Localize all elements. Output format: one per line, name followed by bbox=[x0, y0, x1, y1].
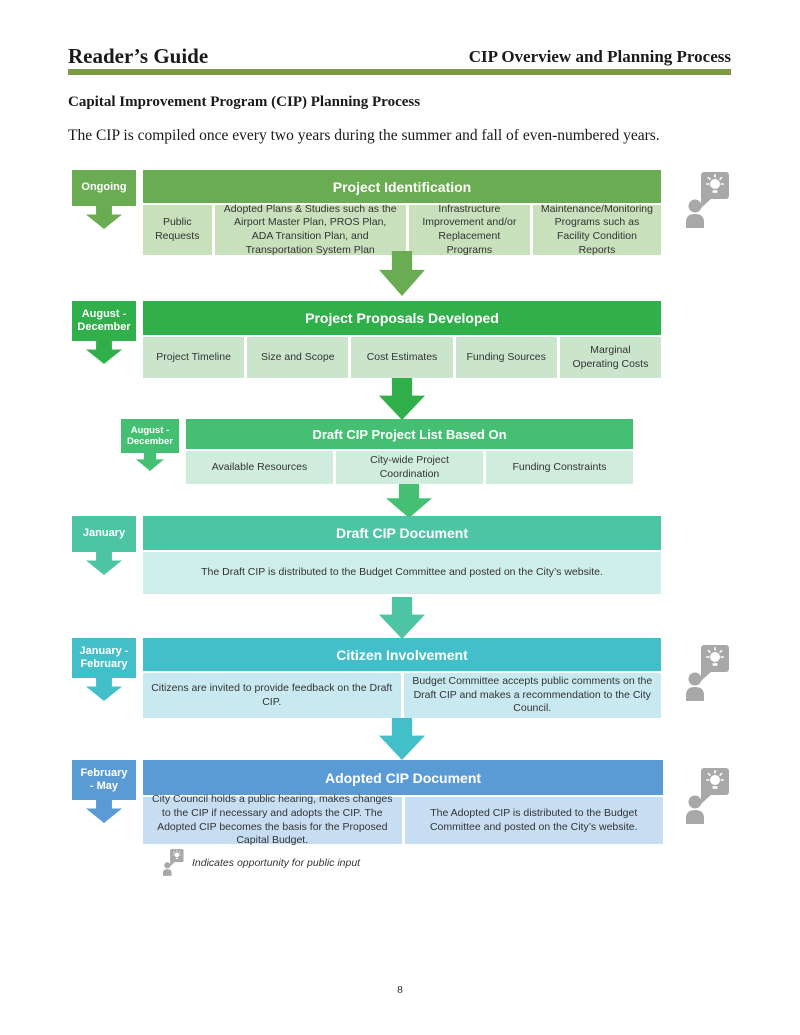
flow-arrow-icon bbox=[379, 251, 425, 296]
stage-title-adopted-cip-document: Adopted CIP Document bbox=[143, 760, 663, 795]
page-title: Reader’s Guide bbox=[68, 44, 209, 68]
stage-title-draft-cip-document: Draft CIP Document bbox=[143, 516, 661, 550]
stage-title-citizen-involvement: Citizen Involvement bbox=[143, 638, 661, 671]
person-speech-lightbulb-icon bbox=[163, 849, 184, 876]
stage-cells-row: The Draft CIP is distributed to the Budg… bbox=[143, 552, 661, 594]
cell-budget-committee-comments: Budget Committee accepts public comments… bbox=[403, 673, 661, 718]
stage-cells-row: Available Resources City-wide Project Co… bbox=[186, 451, 633, 484]
timeframe-arrow-icon bbox=[136, 451, 164, 471]
page-number: 8 bbox=[397, 984, 403, 996]
cell-citizen-feedback: Citizens are invited to provide feedback… bbox=[143, 673, 401, 718]
cell-available-resources: Available Resources bbox=[186, 451, 333, 484]
public-input-icon bbox=[685, 767, 730, 825]
cell-adopted-cip-distribution: The Adopted CIP is distributed to the Bu… bbox=[404, 797, 663, 844]
public-input-icon bbox=[685, 171, 730, 229]
cell-cost-estimates: Cost Estimates bbox=[351, 337, 453, 378]
flow-arrow-icon bbox=[379, 378, 425, 420]
timeframe-arrow-icon bbox=[86, 204, 122, 229]
cell-funding-constraints: Funding Constraints bbox=[486, 451, 633, 484]
cell-public-requests: Public Requests bbox=[143, 205, 212, 255]
cell-adopted-plans: Adopted Plans & Studies such as the Airp… bbox=[214, 203, 406, 256]
cell-size-scope: Size and Scope bbox=[247, 337, 349, 378]
timeframe-label-feb-may: February - May bbox=[72, 760, 136, 800]
public-input-icon bbox=[685, 644, 730, 702]
legend: Indicates opportunity for public input bbox=[163, 849, 360, 876]
page-subtitle: CIP Overview and Planning Process bbox=[468, 47, 731, 66]
timeframe-arrow-icon bbox=[86, 798, 122, 823]
stage-cells-row: Public Requests Adopted Plans & Studies … bbox=[143, 203, 661, 256]
timeframe-label-aug-dec-2: August - December bbox=[121, 419, 179, 453]
timeframe-arrow-icon bbox=[86, 339, 122, 364]
cell-citywide-coordination: City-wide Project Coordination bbox=[336, 451, 483, 484]
cell-maintenance-programs: Maintenance/Monitoring Programs such as … bbox=[532, 203, 661, 256]
legend-label: Indicates opportunity for public input bbox=[192, 856, 361, 869]
timeframe-arrow-icon bbox=[86, 550, 122, 575]
section-title: Capital Improvement Program (CIP) Planni… bbox=[68, 94, 421, 110]
intro-paragraph: The CIP is compiled once every two years… bbox=[68, 127, 660, 144]
header-rule bbox=[68, 69, 731, 75]
cell-marginal-operating-costs: Marginal Operating Costs bbox=[559, 337, 662, 378]
cell-funding-sources: Funding Sources bbox=[455, 337, 557, 378]
flow-arrow-icon bbox=[386, 484, 432, 518]
flow-arrow-icon bbox=[379, 718, 425, 760]
flow-arrow-icon bbox=[379, 597, 425, 639]
cell-infrastructure-programs: Infrastructure Improvement and/or Replac… bbox=[408, 203, 530, 256]
timeframe-label-ongoing: Ongoing bbox=[72, 170, 136, 206]
timeframe-label-aug-dec: August - December bbox=[72, 301, 136, 341]
cell-draft-cip-distribution: The Draft CIP is distributed to the Budg… bbox=[143, 552, 661, 594]
cell-council-hearing: City Council holds a public hearing, mak… bbox=[143, 793, 402, 846]
stage-cells-row: City Council holds a public hearing, mak… bbox=[143, 793, 663, 846]
stage-cells-row: Project Timeline Size and Scope Cost Est… bbox=[143, 337, 662, 378]
stage-title-project-identification: Project Identification bbox=[143, 170, 661, 203]
stage-title-project-proposals: Project Proposals Developed bbox=[143, 301, 661, 335]
timeframe-label-jan-feb: January - February bbox=[72, 638, 136, 678]
stage-cells-row: Citizens are invited to provide feedback… bbox=[143, 673, 661, 718]
stage-title-draft-cip-list: Draft CIP Project List Based On bbox=[186, 419, 633, 449]
timeframe-label-january: January bbox=[72, 516, 136, 552]
timeframe-arrow-icon bbox=[86, 676, 122, 701]
cell-project-timeline: Project Timeline bbox=[143, 337, 245, 378]
